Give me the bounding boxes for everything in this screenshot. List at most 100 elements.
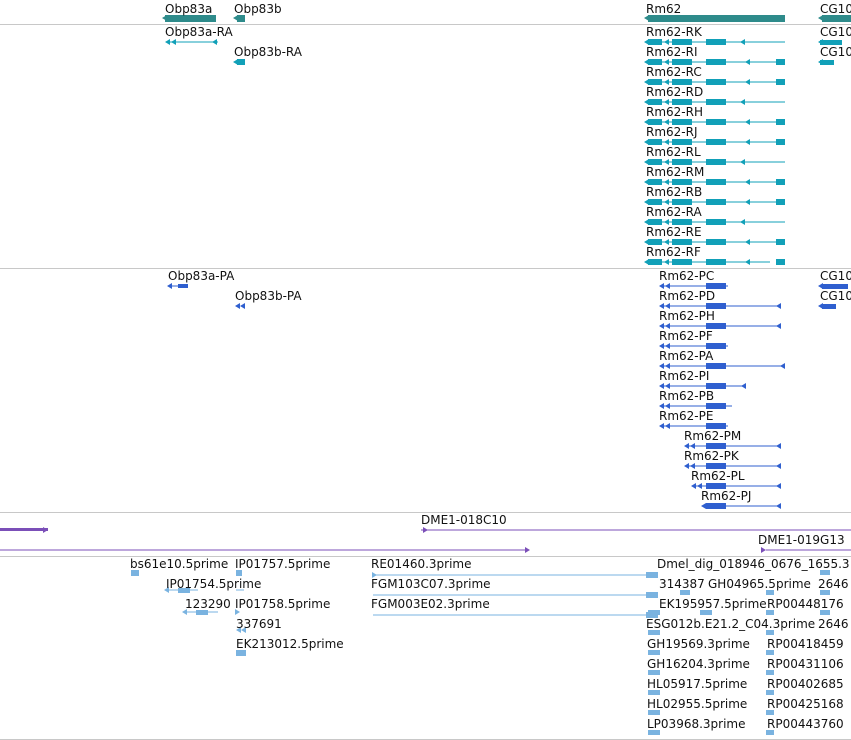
exon-block[interactable] [648, 39, 662, 45]
transcript-label[interactable]: Rm62-RC [646, 65, 702, 79]
est-block[interactable] [766, 710, 774, 715]
est-block[interactable] [648, 710, 660, 715]
exon-block[interactable] [672, 219, 692, 225]
exon-block[interactable] [706, 259, 726, 265]
gene-bar-obp83a[interactable] [165, 15, 216, 22]
protein-label[interactable]: Rm62-PJ [701, 489, 752, 503]
transcript-label[interactable]: Rm62-RA [646, 205, 702, 219]
gene-bar-cg10[interactable] [822, 15, 851, 22]
protein-label[interactable]: Rm62-PF [659, 329, 713, 343]
est-label[interactable]: RP00425168 [767, 697, 844, 711]
transcript-label[interactable]: Rm62-RM [646, 165, 705, 179]
est-label[interactable]: RP00431106 [767, 657, 844, 671]
est-label[interactable]: IP01754.5prime [166, 577, 262, 591]
protein-label[interactable]: Rm62-PI [659, 369, 710, 383]
est-label[interactable]: RP00418459 [767, 637, 844, 651]
est-block[interactable] [766, 690, 774, 695]
est-block[interactable] [766, 590, 774, 595]
protein-label[interactable]: Rm62-PC [659, 269, 715, 283]
exon-block[interactable] [672, 259, 692, 265]
est-label[interactable]: RP00402685 [767, 677, 844, 691]
protein-block[interactable] [178, 284, 188, 288]
est-block[interactable] [766, 630, 774, 635]
est-block[interactable] [648, 690, 660, 695]
transcript-label[interactable]: Obp83b-RA [234, 45, 302, 59]
exon-block[interactable] [672, 239, 692, 245]
exon-block[interactable] [776, 79, 785, 85]
exon-block[interactable] [706, 119, 726, 125]
exon-block[interactable] [648, 59, 662, 65]
est-label[interactable]: EK195957.5prime [659, 597, 767, 611]
est-label[interactable]: IP01758.5prime [235, 597, 331, 611]
est-label[interactable]: RP00443760 [767, 717, 844, 731]
transcript-label[interactable]: Rm62-RE [646, 225, 702, 239]
exon-block[interactable] [672, 159, 692, 165]
protein-block[interactable] [706, 363, 726, 369]
est-label[interactable]: GH19569.3prime [647, 637, 750, 651]
transcript-label[interactable]: Rm62-RJ [646, 125, 698, 139]
est-label[interactable]: HL05917.5prime [647, 677, 748, 691]
gene-bar-rm62[interactable] [648, 15, 785, 22]
transcript-label[interactable]: Rm62-RK [646, 25, 702, 39]
exon-block[interactable] [672, 39, 692, 45]
est-block[interactable] [820, 570, 830, 575]
est-label[interactable]: FGM103C07.3prime [371, 577, 491, 591]
gene-label-obp83a[interactable]: Obp83a [165, 2, 213, 16]
exon-block[interactable] [648, 259, 662, 265]
protein-block[interactable] [706, 283, 726, 289]
est-label[interactable]: ESG012b.E21.2_C04.3prime [646, 617, 816, 631]
est-label[interactable]: HL02955.5prime [647, 697, 748, 711]
exon-block[interactable] [776, 259, 785, 265]
est-label[interactable]: Dmel_dig_018946_0676_1655.3 [657, 557, 850, 571]
protein-block[interactable] [706, 483, 726, 489]
est-block[interactable] [680, 590, 690, 595]
est-block[interactable] [766, 730, 774, 735]
exon-block[interactable] [706, 139, 726, 145]
est-block[interactable] [131, 570, 139, 576]
protein-label[interactable]: Rm62-PL [691, 469, 745, 483]
est-block[interactable] [646, 572, 658, 578]
exon-block[interactable] [648, 99, 662, 105]
protein-label[interactable]: Rm62-PB [659, 389, 715, 403]
transcript-label[interactable]: Rm62-RD [646, 85, 704, 99]
protein-label[interactable]: Rm62-PA [659, 349, 714, 363]
exon-block[interactable] [672, 59, 692, 65]
est-label[interactable]: bs61e10.5prime [130, 557, 229, 571]
protein-block[interactable] [706, 383, 726, 389]
transcript-block[interactable] [237, 59, 245, 65]
transcript-label[interactable]: Rm62-RI [646, 45, 698, 59]
protein-block[interactable] [706, 463, 726, 469]
transcript-block[interactable] [820, 60, 834, 65]
protein-label[interactable]: Rm62-PM [684, 429, 742, 443]
transcript-label[interactable]: Rm62-RB [646, 185, 703, 199]
protein-block[interactable] [706, 443, 726, 449]
est-block[interactable] [648, 730, 660, 735]
est-block[interactable] [646, 592, 658, 598]
est-block[interactable] [766, 610, 774, 615]
est-label[interactable]: 123290 [185, 597, 231, 611]
exon-block[interactable] [706, 239, 726, 245]
est-label[interactable]: GH04965.5prime [708, 577, 811, 591]
protein-block[interactable] [706, 503, 726, 509]
est-block[interactable] [820, 590, 830, 595]
est-label[interactable]: RE01460.3prime [371, 557, 472, 571]
exon-block[interactable] [706, 199, 726, 205]
protein-label[interactable]: Rm62-PD [659, 289, 716, 303]
transcript-label[interactable]: Obp83a-RA [165, 25, 233, 39]
est-label[interactable]: LP03968.3prime [647, 717, 746, 731]
protein-label[interactable]: Rm62-PH [659, 309, 715, 323]
est-label[interactable]: 2646 [818, 577, 849, 591]
protein-label[interactable]: Obp83a-PA [168, 269, 235, 283]
protein-block[interactable] [706, 343, 726, 349]
transcript-label[interactable]: CG10 [820, 45, 851, 59]
est-block[interactable] [700, 610, 712, 615]
transcript-label[interactable]: Rm62-RF [646, 245, 701, 259]
transcript-label[interactable]: CG10 [820, 25, 851, 39]
est-block[interactable] [648, 630, 660, 635]
est-block[interactable] [648, 650, 660, 655]
exon-block[interactable] [672, 79, 692, 85]
gene-label-rm62[interactable]: Rm62 [646, 2, 682, 16]
exon-block[interactable] [648, 179, 662, 185]
est-block[interactable] [236, 650, 246, 656]
protein-block[interactable] [706, 323, 726, 329]
